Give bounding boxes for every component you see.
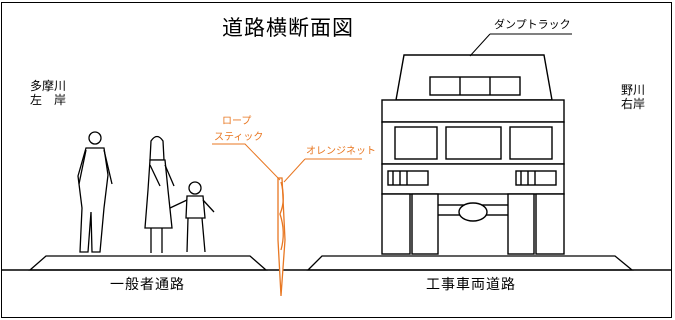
diagram-title: 道路横断面図: [222, 16, 354, 40]
pedestrian-road-label: 一般者通路: [110, 277, 185, 293]
left-bank-line-1: 多摩川: [30, 79, 67, 93]
rope-stick-barrier: [277, 177, 286, 297]
truck-label: ダンプトラック: [494, 18, 571, 31]
pedestrian-road-surface: [28, 255, 268, 271]
barrier-leader-lines: [212, 143, 362, 183]
right-bank-line-2: 右岸: [621, 96, 646, 111]
man-figure: [77, 131, 113, 253]
construction-road-surface: [306, 255, 634, 271]
orange-net-label: オレンジネット: [306, 146, 376, 157]
right-bank-line-1: 野川: [621, 83, 646, 97]
woman-figure: [144, 135, 175, 253]
dump-truck: [381, 54, 565, 255]
truck-leader-line: [469, 33, 572, 57]
right-bank-label: 野川右岸: [621, 83, 646, 112]
child-figure: [169, 181, 215, 253]
rope-label-line-2: スティック: [214, 132, 264, 143]
rope-label-line-1: ロープ: [222, 116, 252, 127]
left-bank-line-2: 左 岸: [30, 92, 67, 107]
construction-road-label: 工事車両道路: [426, 277, 516, 293]
left-bank-label: 多摩川左 岸: [30, 79, 67, 108]
